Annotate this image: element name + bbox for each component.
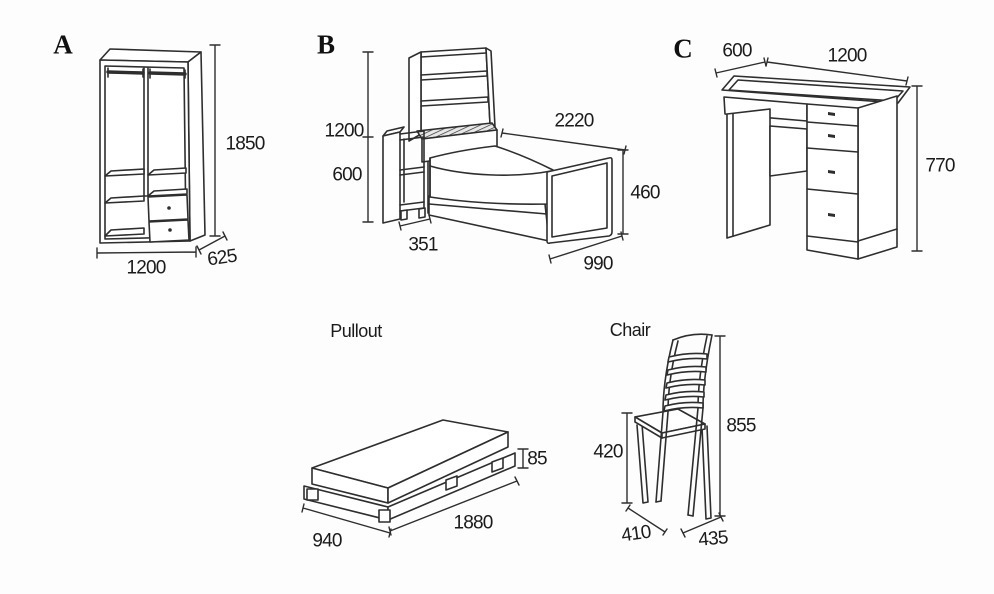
pullout-title: Pullout xyxy=(330,321,382,341)
bed-length-dim: 2220 xyxy=(554,110,594,132)
wardrobe-width-dim: 1200 xyxy=(126,257,166,279)
wardrobe-drawer xyxy=(147,194,190,243)
bed-side-shelf-depth-dim: 351 xyxy=(408,234,438,256)
chair-total-height-dim: 855 xyxy=(726,415,756,437)
desk-depth-dim: 600 xyxy=(722,40,752,62)
pullout-mattress xyxy=(311,419,509,504)
pullout-drawing xyxy=(301,419,529,538)
desk-height-dim: 770 xyxy=(925,155,955,177)
section-label-b: B xyxy=(316,29,336,60)
desk-width-dim: 1200 xyxy=(827,45,867,67)
pullout-dim-lines xyxy=(301,448,529,538)
wardrobe-height-dim: 1850 xyxy=(225,133,265,155)
wardrobe-depth-dim: 625 xyxy=(206,245,238,271)
hanging-rail xyxy=(106,67,187,79)
bed-drawing xyxy=(362,47,629,264)
section-label-a: A xyxy=(53,29,73,60)
chair-depth-dim: 410 xyxy=(620,521,652,547)
desk-drawers xyxy=(806,95,898,260)
pullout-length-dim: 1880 xyxy=(453,512,493,534)
section-label-c: C xyxy=(673,33,693,64)
mattress xyxy=(429,145,554,205)
bed-width-dim: 990 xyxy=(583,253,613,275)
wardrobe-drawing xyxy=(96,44,228,259)
pullout-feet xyxy=(306,457,504,523)
footboard xyxy=(546,156,613,245)
chair-title: Chair xyxy=(609,320,651,340)
chair-width-dim: 435 xyxy=(697,527,729,551)
headboard-shelf xyxy=(408,47,496,142)
desk-dim-lines xyxy=(714,57,923,252)
bed-footboard-height-dim: 460 xyxy=(630,182,660,204)
chair-seat-height-dim: 420 xyxy=(593,441,623,463)
bed-side-shelf-height-dim: 600 xyxy=(332,164,362,186)
bed-headboard-height-dim: 1200 xyxy=(324,120,364,142)
chair-seat xyxy=(634,408,706,439)
chair-drawing xyxy=(621,333,726,538)
pullout-width-dim: 940 xyxy=(312,530,342,552)
pullout-frame-height-dim: 85 xyxy=(527,448,547,470)
bed-dim-lines xyxy=(362,51,629,264)
chair-back xyxy=(655,333,713,517)
chair-dim-lines xyxy=(621,335,726,538)
side-shelf xyxy=(382,126,426,224)
wardrobe-dim-lines xyxy=(96,44,228,259)
desk-drawing xyxy=(714,57,923,260)
